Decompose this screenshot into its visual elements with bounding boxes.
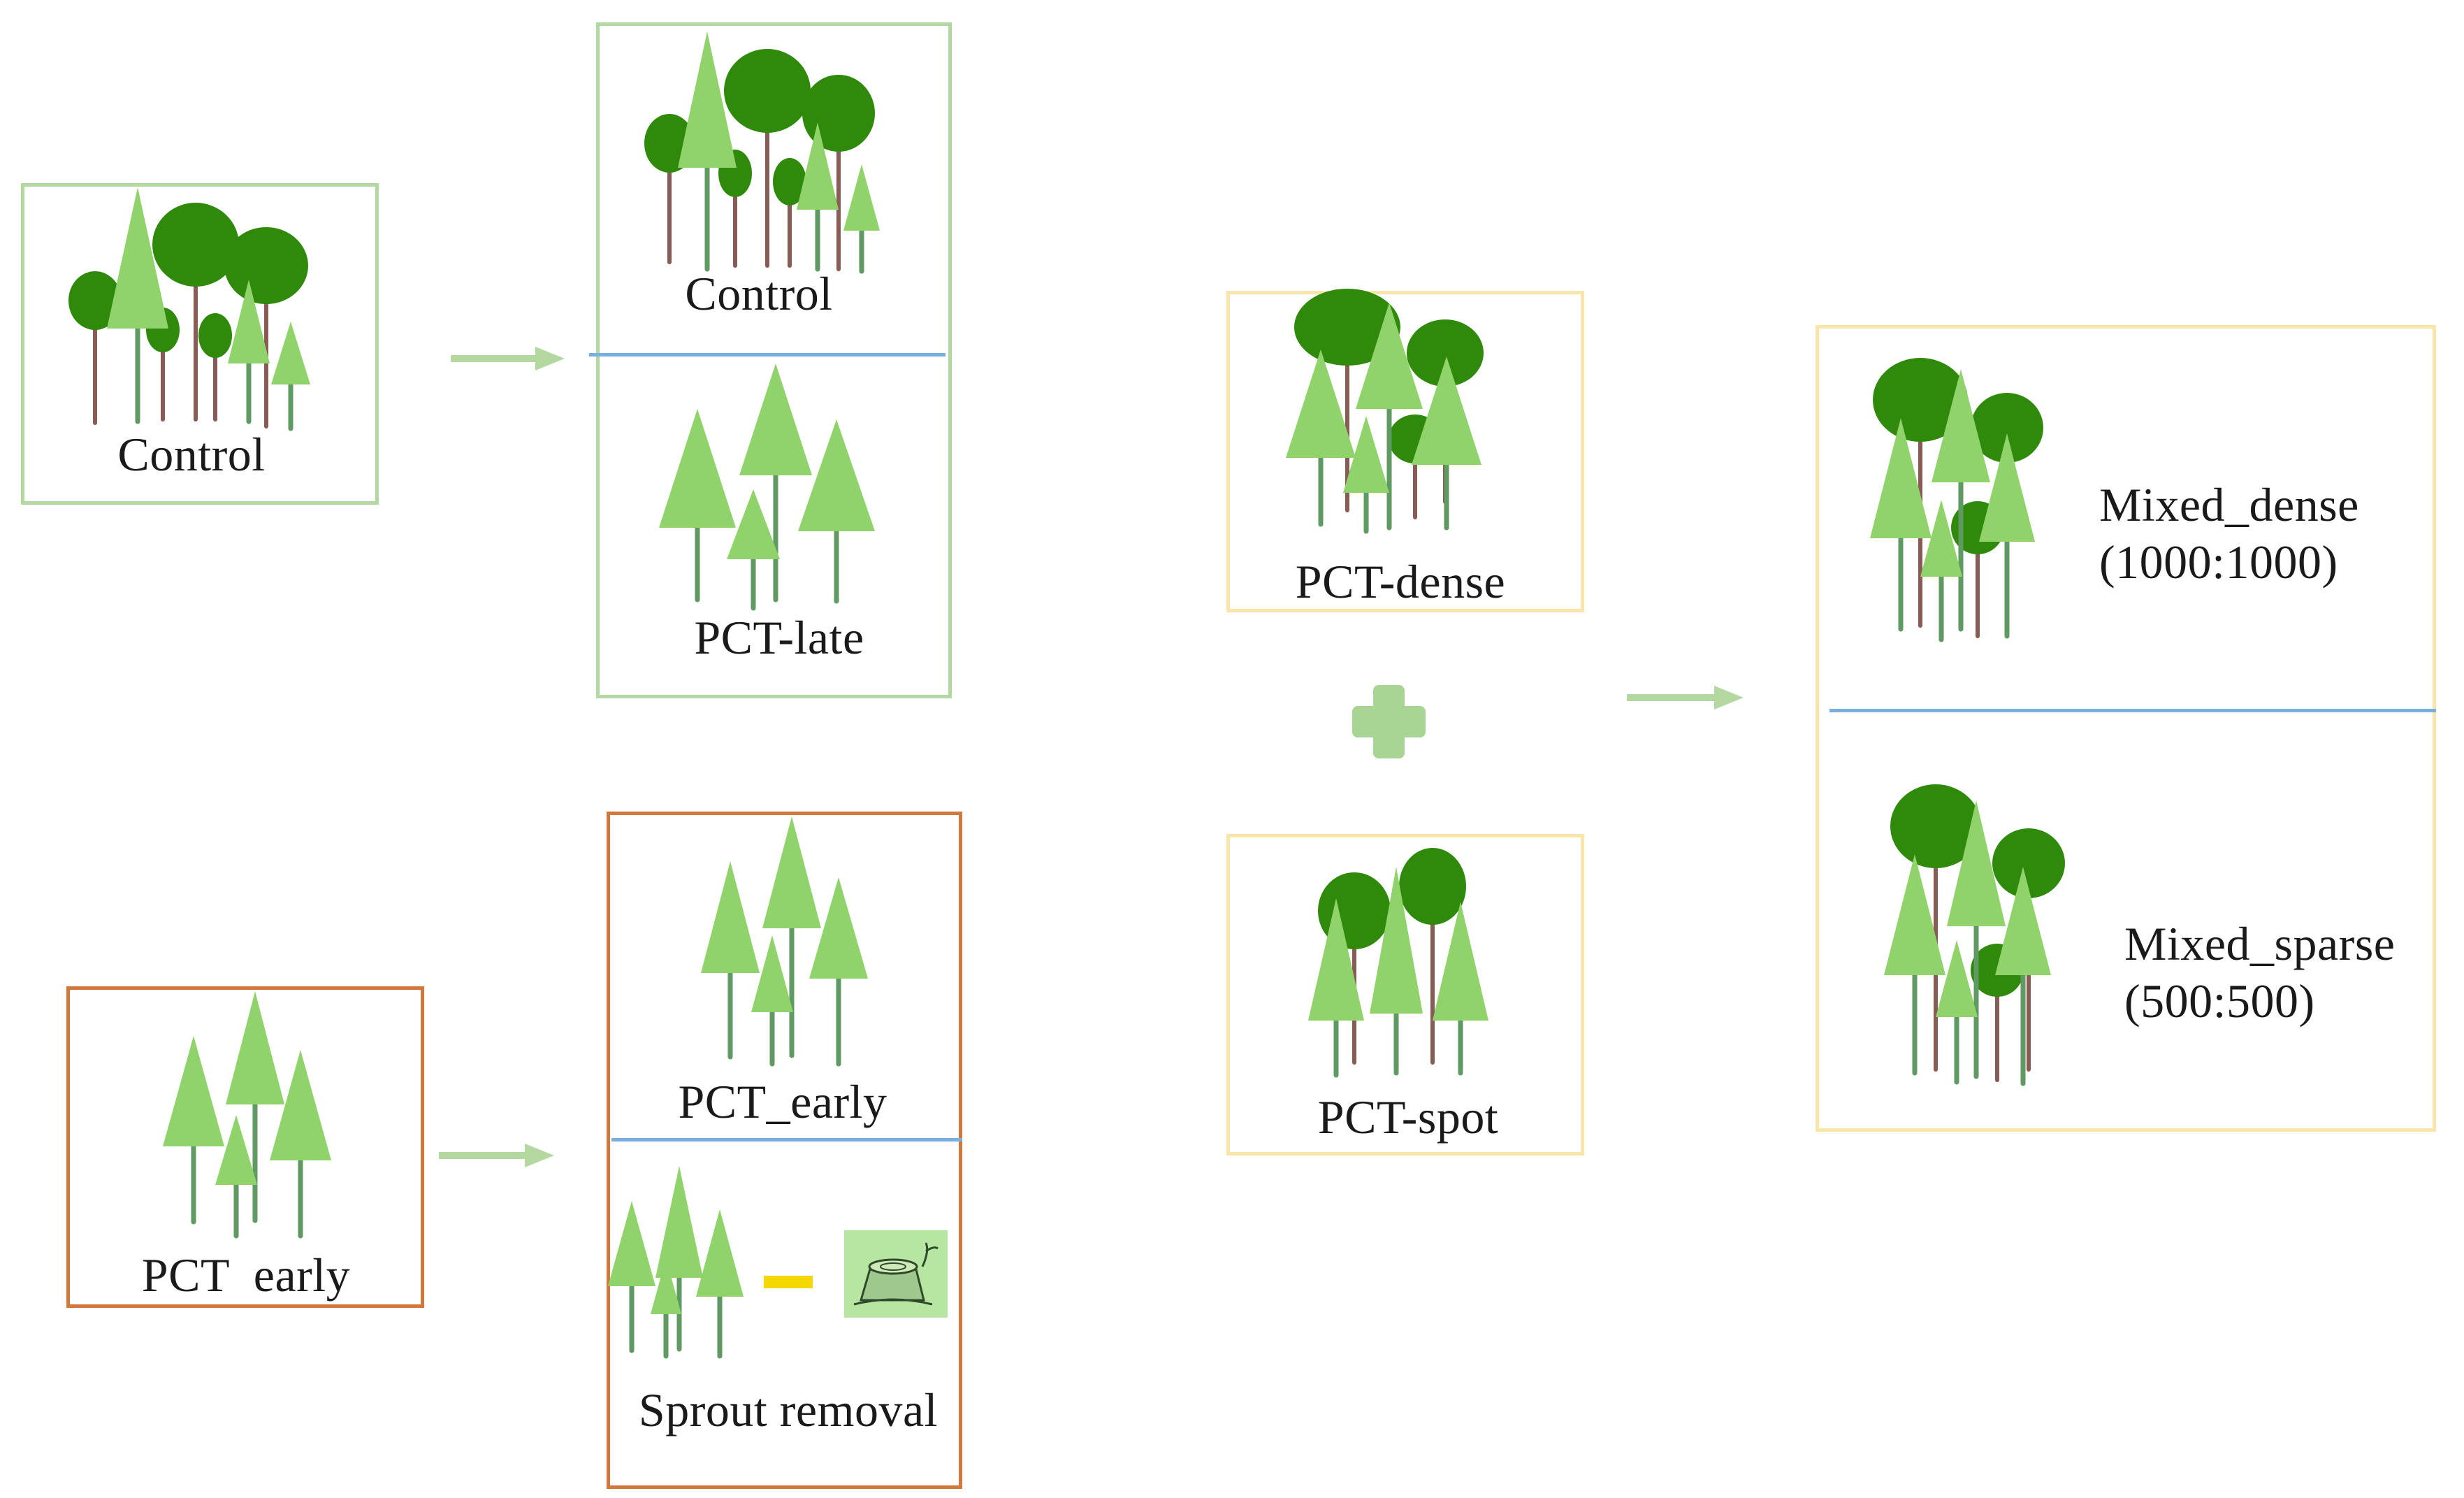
conifer-tree-icon	[843, 164, 880, 274]
conifer-tree-icon	[1932, 369, 1990, 632]
minus-icon	[764, 1276, 813, 1288]
label-mixed-sparse-ratio: (500:500)	[2124, 974, 2315, 1028]
deciduous-tree-icon	[224, 227, 308, 428]
conifer-tree-icon	[1433, 902, 1488, 1076]
conifer-tree-icon	[1286, 350, 1356, 527]
conifer-tree-icon	[727, 489, 780, 611]
label-mixed-sparse: Mixed_sparse	[2124, 917, 2396, 970]
conifer-tree-icon	[797, 122, 839, 272]
conifer-tree-icon	[226, 991, 284, 1223]
pct-early-result-box	[607, 812, 962, 1489]
deciduous-tree-icon	[802, 75, 875, 271]
conifer-tree-icon	[608, 1201, 655, 1353]
arrow-right-icon	[1627, 686, 1744, 710]
conifer-tree-icon	[228, 280, 270, 424]
conifer-tree-icon	[798, 419, 875, 604]
deciduous-tree-icon	[1399, 848, 1466, 1065]
conifer-tree-icon	[271, 322, 310, 431]
conifer-tree-icon	[701, 861, 760, 1060]
pct-dense-box	[1226, 291, 1584, 612]
label-sprout-removal: Sprout removal	[638, 1383, 939, 1436]
conifer-tree-icon	[1979, 433, 2035, 639]
label-pct-dense: PCT-dense	[1295, 555, 1506, 608]
label-pct-spot: PCT-spot	[1317, 1090, 1499, 1144]
conifer-tree-icon	[1370, 867, 1423, 1076]
arrow-right-icon	[439, 1144, 554, 1167]
conifer-tree-icon	[696, 1209, 744, 1359]
label-pct-early-result: PCT_early	[678, 1075, 887, 1128]
conifer-tree-icon	[1356, 303, 1423, 531]
conifer-tree-icon	[1412, 357, 1481, 531]
conifer-tree-icon	[1884, 854, 1945, 1076]
conifer-tree-icon	[163, 1036, 224, 1225]
conifer-tree-icon	[1947, 800, 2006, 1079]
conifer-tree-icon	[809, 877, 868, 1067]
conifer-tree-icon	[651, 1258, 681, 1359]
divider-control-late	[589, 353, 945, 357]
mixed-result-box	[1816, 325, 2436, 1132]
divider-mixed	[1829, 709, 2436, 712]
conifer-tree-icon	[107, 187, 168, 424]
label-pct-early-initial: PCT early	[141, 1248, 351, 1302]
label-mixed-dense: Mixed_dense	[2099, 478, 2359, 531]
conifer-tree-icon	[762, 816, 821, 1058]
arrow-right-icon	[451, 347, 565, 370]
conifer-tree-icon	[1343, 416, 1389, 534]
pct-early-initial-box	[66, 986, 424, 1308]
conifer-tree-icon	[678, 31, 737, 272]
deciduous-tree-icon	[68, 271, 122, 425]
plus-icon	[1352, 685, 1426, 758]
deciduous-tree-icon	[198, 313, 232, 422]
label-control-result: Control	[685, 267, 833, 320]
label-control-initial: Control	[117, 428, 266, 481]
pct-spot-box	[1226, 834, 1584, 1155]
label-pct-late: PCT-late	[694, 611, 864, 664]
control-late-box	[596, 22, 952, 698]
control-initial-box	[21, 183, 379, 505]
divider-pct-early	[611, 1138, 962, 1141]
conifer-tree-icon	[739, 363, 812, 603]
conifer-tree-icon	[1995, 867, 2051, 1086]
conifer-tree-icon	[751, 935, 793, 1067]
conifer-tree-icon	[655, 1166, 703, 1352]
conifer-tree-icon	[1870, 418, 1932, 632]
conifer-tree-icon	[1920, 500, 1962, 642]
conifer-tree-icon	[659, 409, 736, 603]
deciduous-tree-icon	[152, 203, 239, 422]
conifer-tree-icon	[270, 1050, 331, 1239]
stump-icon	[844, 1230, 948, 1318]
conifer-tree-icon	[1936, 940, 1978, 1085]
deciduous-tree-icon	[773, 158, 806, 268]
deciduous-tree-icon	[724, 49, 811, 268]
conifer-tree-icon	[215, 1115, 257, 1239]
conifer-tree-icon	[1308, 898, 1364, 1078]
label-mixed-dense-ratio: (1000:1000)	[2099, 535, 2338, 589]
